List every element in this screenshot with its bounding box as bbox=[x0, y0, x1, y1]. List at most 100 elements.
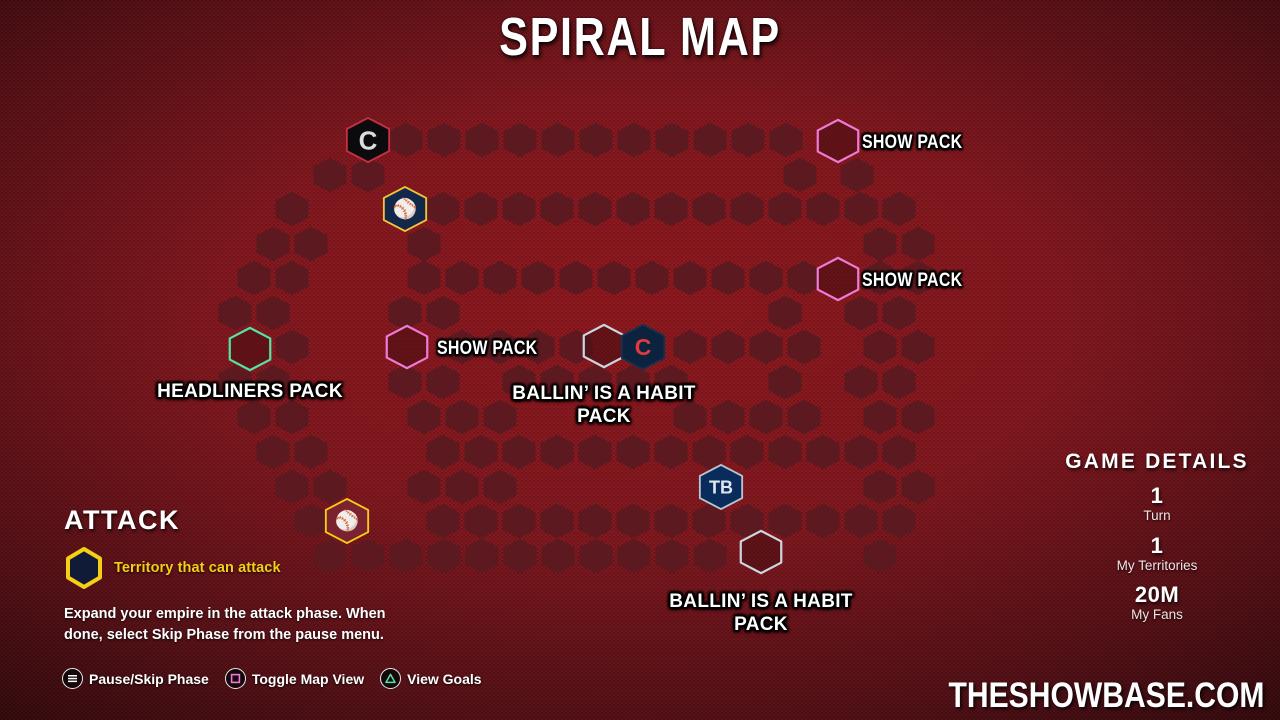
map-hex-empty[interactable] bbox=[482, 467, 518, 507]
map-hex-empty[interactable] bbox=[501, 362, 537, 402]
map-hex-empty[interactable] bbox=[615, 432, 651, 472]
map-hex-empty[interactable] bbox=[350, 536, 386, 576]
map-hex-empty[interactable] bbox=[900, 467, 936, 507]
map-hex-empty[interactable] bbox=[654, 120, 690, 160]
map-hex-empty[interactable] bbox=[615, 189, 651, 229]
map-hex-empty[interactable] bbox=[387, 362, 423, 402]
map-hex-empty[interactable] bbox=[672, 397, 708, 437]
map-hex-empty[interactable] bbox=[274, 327, 310, 367]
map-hex-empty[interactable] bbox=[501, 189, 537, 229]
map-hex-empty[interactable] bbox=[578, 120, 614, 160]
map-hex-empty[interactable] bbox=[748, 258, 784, 298]
map-hex-empty[interactable] bbox=[900, 397, 936, 437]
map-hex-empty[interactable] bbox=[255, 293, 291, 333]
map-hex-empty[interactable] bbox=[312, 536, 348, 576]
map-hex-empty[interactable] bbox=[558, 258, 594, 298]
map-hex-empty[interactable] bbox=[615, 501, 651, 541]
map-hex-empty[interactable] bbox=[729, 432, 765, 472]
map-hex-empty[interactable] bbox=[881, 501, 917, 541]
map-hex-empty[interactable] bbox=[501, 432, 537, 472]
map-hex-empty[interactable] bbox=[862, 467, 898, 507]
map-hex-empty[interactable] bbox=[596, 258, 632, 298]
map-hex-empty[interactable] bbox=[615, 362, 651, 402]
map-hex-empty[interactable] bbox=[274, 189, 310, 229]
map-hex-empty[interactable] bbox=[255, 432, 291, 472]
map-hex-empty[interactable] bbox=[767, 293, 803, 333]
map-hex-empty[interactable] bbox=[653, 432, 689, 472]
map-hex-empty[interactable] bbox=[464, 536, 500, 576]
map-hex-empty[interactable] bbox=[293, 432, 329, 472]
map-hex-empty[interactable] bbox=[274, 258, 310, 298]
map-hex-empty[interactable] bbox=[767, 501, 803, 541]
map-hex-empty[interactable] bbox=[843, 293, 879, 333]
map-hex-empty[interactable] bbox=[388, 120, 424, 160]
map-hex-empty[interactable] bbox=[900, 224, 936, 264]
map-hex-empty[interactable] bbox=[843, 432, 879, 472]
map-hex-empty[interactable] bbox=[520, 258, 556, 298]
rays-territory[interactable]: TB bbox=[698, 462, 744, 513]
map-hex-empty[interactable] bbox=[881, 189, 917, 229]
show-pack-node-1[interactable] bbox=[816, 117, 860, 166]
map-hex-empty[interactable] bbox=[768, 120, 804, 160]
map-hex-empty[interactable] bbox=[236, 258, 272, 298]
map-hex-empty[interactable] bbox=[634, 258, 670, 298]
map-hex-empty[interactable] bbox=[843, 362, 879, 402]
map-hex-empty[interactable] bbox=[839, 155, 875, 195]
map-hex-empty[interactable] bbox=[539, 432, 575, 472]
map-hex-empty[interactable] bbox=[653, 189, 689, 229]
map-hex-empty[interactable] bbox=[881, 293, 917, 333]
map-hex-empty[interactable] bbox=[539, 501, 575, 541]
map-hex-empty[interactable] bbox=[672, 258, 708, 298]
map-hex-empty[interactable] bbox=[767, 362, 803, 402]
map-hex-empty[interactable] bbox=[616, 536, 652, 576]
map-hex-empty[interactable] bbox=[782, 155, 818, 195]
map-hex-empty[interactable] bbox=[312, 467, 348, 507]
map-hex-empty[interactable] bbox=[464, 120, 500, 160]
map-hex-empty[interactable] bbox=[463, 501, 499, 541]
map-hex-empty[interactable] bbox=[406, 224, 442, 264]
map-hex-empty[interactable] bbox=[540, 120, 576, 160]
map-hex-empty[interactable] bbox=[577, 432, 613, 472]
map-hex-empty[interactable] bbox=[406, 397, 442, 437]
map-hex-empty[interactable] bbox=[653, 362, 689, 402]
map-hex-empty[interactable] bbox=[653, 501, 689, 541]
map-hex-empty[interactable] bbox=[274, 397, 310, 437]
map-hex-empty[interactable] bbox=[767, 189, 803, 229]
map-hex-empty[interactable] bbox=[425, 293, 461, 333]
map-hex-empty[interactable] bbox=[387, 293, 423, 333]
map-hex-empty[interactable] bbox=[426, 536, 462, 576]
reds-territory[interactable]: C bbox=[345, 115, 391, 166]
ballin-pack-node-2[interactable] bbox=[739, 528, 783, 577]
map-hex-empty[interactable] bbox=[692, 120, 728, 160]
map-hex-empty[interactable] bbox=[406, 467, 442, 507]
map-hex-empty[interactable] bbox=[425, 362, 461, 402]
map-hex-empty[interactable] bbox=[388, 536, 424, 576]
prompt-pause-skip-phase[interactable]: Pause/Skip Phase bbox=[62, 668, 209, 689]
map-hex-empty[interactable] bbox=[730, 120, 766, 160]
map-hex-empty[interactable] bbox=[748, 327, 784, 367]
map-hex-empty[interactable] bbox=[444, 467, 480, 507]
map-hex-empty[interactable] bbox=[805, 432, 841, 472]
map-hex-empty[interactable] bbox=[274, 467, 310, 507]
headliners-pack-node[interactable] bbox=[228, 325, 272, 374]
map-hex-empty[interactable] bbox=[255, 224, 291, 264]
map-hex-empty[interactable] bbox=[406, 258, 442, 298]
map-hex-empty[interactable] bbox=[502, 120, 538, 160]
map-hex-empty[interactable] bbox=[691, 501, 727, 541]
map-hex-empty[interactable] bbox=[539, 189, 575, 229]
map-hex-empty[interactable] bbox=[426, 120, 462, 160]
map-hex-empty[interactable] bbox=[482, 258, 518, 298]
map-hex-empty[interactable] bbox=[710, 397, 746, 437]
map-hex-empty[interactable] bbox=[900, 258, 936, 298]
map-hex-empty[interactable] bbox=[577, 501, 613, 541]
map-hex-empty[interactable] bbox=[312, 155, 348, 195]
map-hex-empty[interactable] bbox=[862, 224, 898, 264]
map-hex-empty[interactable] bbox=[805, 501, 841, 541]
map-hex-empty[interactable] bbox=[578, 536, 614, 576]
map-hex-empty[interactable] bbox=[672, 327, 708, 367]
map-hex-empty[interactable] bbox=[520, 327, 556, 367]
map-hex-empty[interactable] bbox=[843, 189, 879, 229]
map-hex-empty[interactable] bbox=[786, 397, 822, 437]
map-hex-empty[interactable] bbox=[236, 397, 272, 437]
map-hex-empty[interactable] bbox=[729, 501, 765, 541]
